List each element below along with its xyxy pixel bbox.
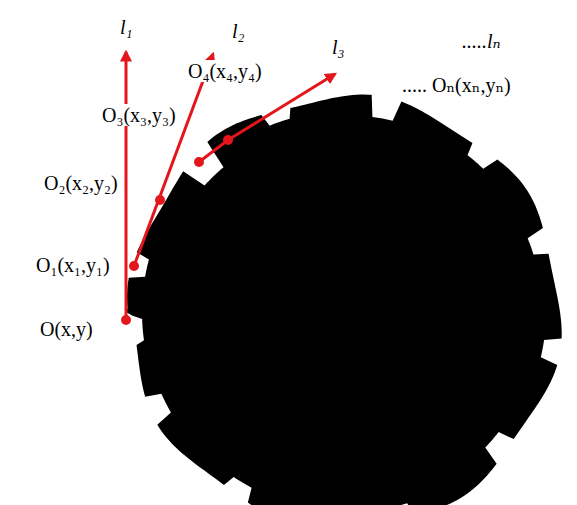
tangent-line — [125, 52, 128, 320]
point-label: O₄(x₄,y₄) — [186, 60, 264, 82]
line-label: .....lₙ — [460, 30, 503, 52]
tangent-line — [199, 74, 335, 162]
point-label: O₃(x₃,y₃) — [100, 104, 178, 126]
line-label: l₁ — [118, 16, 135, 38]
line-label: l₃ — [330, 36, 347, 58]
point-label: ..... Oₙ(xₙ,yₙ) — [400, 74, 513, 96]
line-label: l₂ — [230, 20, 247, 42]
boundary-point — [223, 135, 233, 145]
tangent-line — [134, 54, 213, 266]
point-label: O(x,y) — [38, 318, 95, 340]
point-label: O₂(x₂,y₂) — [42, 172, 120, 194]
boundary-point — [155, 195, 165, 205]
boundary-point — [129, 261, 139, 271]
point-label: O₁(x₁,y₁) — [34, 254, 112, 276]
boundary-point — [121, 315, 131, 325]
boundary-point — [194, 157, 204, 167]
particle-blob — [126, 95, 562, 505]
